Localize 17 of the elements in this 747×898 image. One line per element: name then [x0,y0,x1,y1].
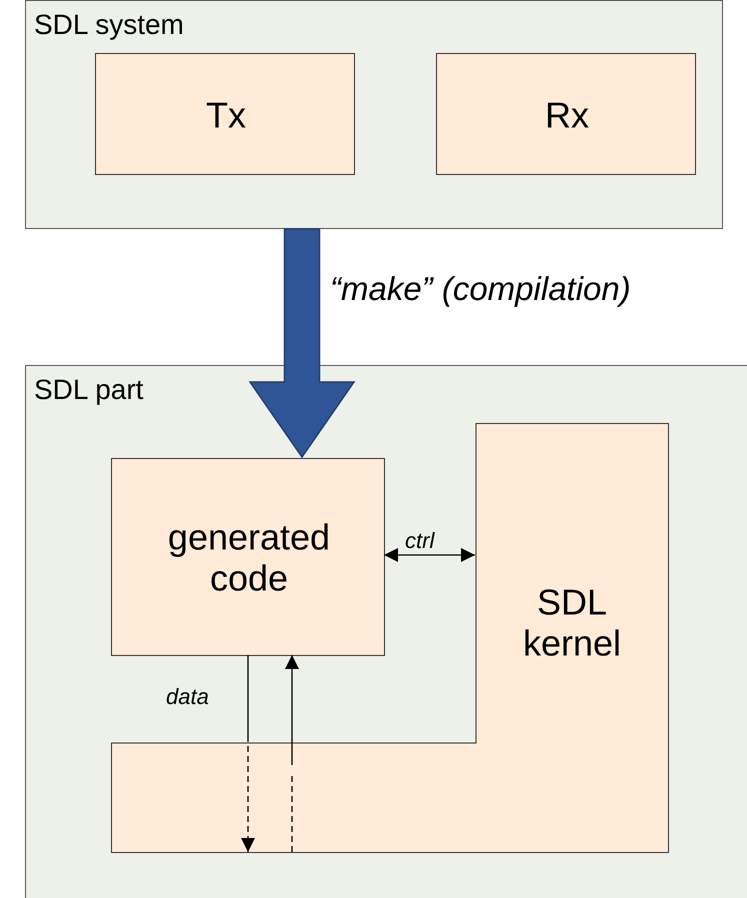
process-box [111,458,385,656]
block-label: SDL kernel [522,582,622,664]
arrow [241,655,255,852]
arrow [285,655,299,852]
process-box [436,53,696,175]
process-box [95,53,355,175]
system-panel [25,0,723,229]
panel-title: SDL system [34,9,185,42]
part-panel [25,365,747,898]
block-label: Tx [205,94,247,136]
thick-arrow [248,228,356,458]
edge-label: ctrl [405,530,434,552]
block-label: generated code [166,516,332,600]
arrow [384,548,475,562]
edge-label: data [166,686,209,708]
block-label: Rx [544,94,590,136]
panel-title: SDL part [34,374,144,406]
